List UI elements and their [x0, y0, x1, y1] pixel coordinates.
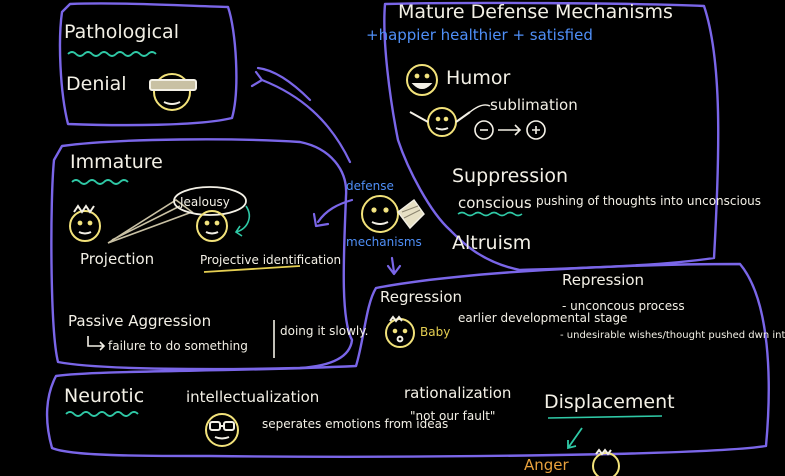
sublimation-connector: [469, 104, 491, 113]
repression-desc-1: - unconcous process: [562, 299, 685, 313]
altruism-label: Altruism: [452, 232, 531, 254]
rationalization-label: rationalization: [404, 384, 511, 402]
jealousy-return-arrow: [234, 205, 251, 237]
displacement-underline: [547, 415, 663, 419]
pathological-item-denial: Denial: [66, 73, 127, 95]
passive-aggression-title: Passive Aggression: [68, 312, 211, 330]
displacement-face-icon: [592, 448, 620, 476]
shield-icon: [397, 199, 425, 230]
rationalization-desc: "not our fault": [410, 409, 495, 423]
pathological-box: [58, 2, 238, 127]
arrow-to-pathological: [250, 66, 352, 164]
repression-label: Repression: [562, 271, 644, 289]
projective-face-icon: [196, 210, 228, 242]
center-face-icon: [361, 195, 399, 233]
humor-label: Humor: [446, 67, 510, 89]
regression-desc: earlier developmental stage: [458, 311, 627, 325]
immature-title: Immature: [70, 151, 163, 173]
denial-blindfold-face-icon: [149, 73, 197, 111]
glasses-face-icon: [205, 413, 239, 447]
passive-arrow-icon: [87, 336, 106, 351]
passive-aggression-desc: failure to do something: [108, 339, 248, 353]
neurotic-box: [45, 262, 770, 458]
center-mechanisms-label: mechanisms: [346, 235, 422, 249]
arrow-to-neurotic: [386, 256, 402, 276]
immature-squiggle: [71, 179, 129, 185]
immature-box: [50, 138, 354, 371]
jealousy-label: Jealousy: [179, 195, 230, 209]
baby-face-icon: [385, 315, 415, 348]
repression-desc-2: - undesirable wishes/thought pushed dwn …: [560, 330, 785, 341]
intellectualization-label: intellectualization: [186, 388, 319, 406]
mature-title: Mature Defense Mechanisms: [398, 1, 673, 23]
anger-label: Anger: [524, 456, 570, 474]
doing-it-slowly-text: doing it slowly.: [280, 324, 368, 338]
center-defense-label: defense: [346, 179, 394, 193]
suppression-desc: pushing of thoughts into unconscious: [536, 194, 761, 208]
pathological-title: Pathological: [64, 21, 179, 43]
projection-beam: [107, 199, 194, 244]
sublimation-label: sublimation: [490, 96, 578, 114]
neurotic-squiggle: [65, 411, 139, 417]
jealousy-bubble: [173, 186, 247, 216]
neurotic-title: Neurotic: [64, 385, 144, 407]
suppression-label: Suppression: [452, 165, 568, 187]
displacement-label: Displacement: [544, 391, 675, 413]
humor-face-icon: [406, 64, 438, 96]
sublimation-face-icon: [409, 107, 471, 137]
intellectualization-desc: seperates emotions from ideas: [262, 417, 448, 431]
conscious-squiggle: [457, 211, 523, 217]
projective-underline: [203, 265, 301, 273]
projection-label: Projection: [80, 250, 154, 268]
pathological-squiggle: [67, 51, 157, 57]
arrow-to-immature: [312, 198, 354, 228]
regression-label: Regression: [380, 288, 462, 306]
projection-face-icon: [69, 204, 101, 242]
baby-label: Baby: [420, 325, 450, 339]
mature-subtitle: +happier healthier + satisfied: [366, 26, 593, 44]
projective-identification-label: Projective identification: [200, 253, 341, 267]
negative-to-positive-icon: [474, 120, 546, 140]
suppression-conscious: conscious: [458, 194, 532, 212]
displacement-arrow: [567, 427, 583, 450]
